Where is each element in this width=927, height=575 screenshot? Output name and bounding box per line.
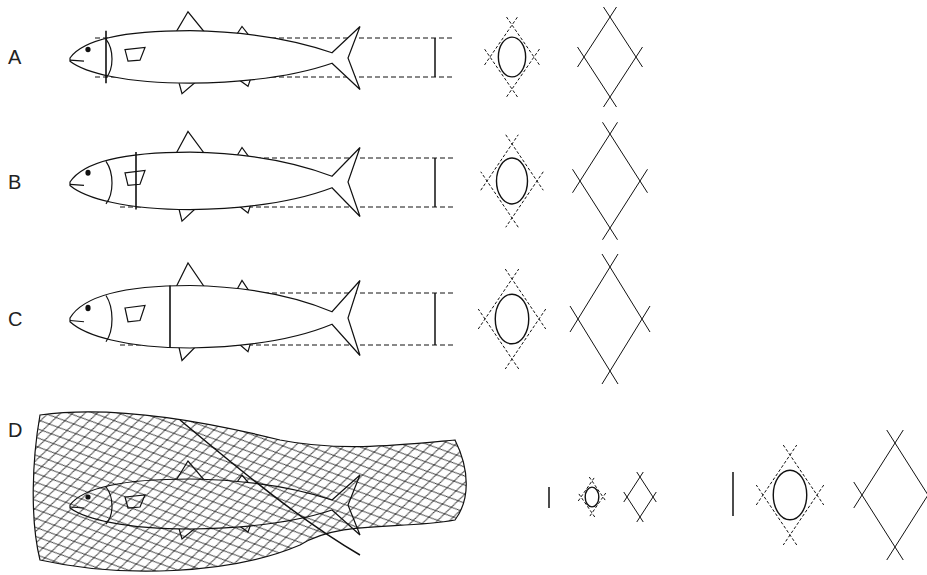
fish xyxy=(70,131,360,221)
girth-bar xyxy=(732,472,734,516)
gill-net xyxy=(33,412,466,571)
mesh-girth xyxy=(478,269,546,369)
fish xyxy=(70,12,360,94)
mesh-girth xyxy=(756,445,824,545)
mesh-girth xyxy=(485,17,540,97)
mesh xyxy=(573,122,648,240)
mesh xyxy=(570,254,650,384)
mesh xyxy=(578,7,643,107)
fish xyxy=(70,263,360,361)
row-letter: D xyxy=(8,420,22,440)
row-letter: A xyxy=(8,47,21,67)
mesh xyxy=(624,472,657,522)
mesh-girth xyxy=(481,135,544,228)
girth-bar xyxy=(548,487,550,508)
row-letter: B xyxy=(8,172,21,192)
row-letter: C xyxy=(8,309,22,329)
mesh-girth xyxy=(578,477,606,517)
mesh xyxy=(854,430,927,560)
